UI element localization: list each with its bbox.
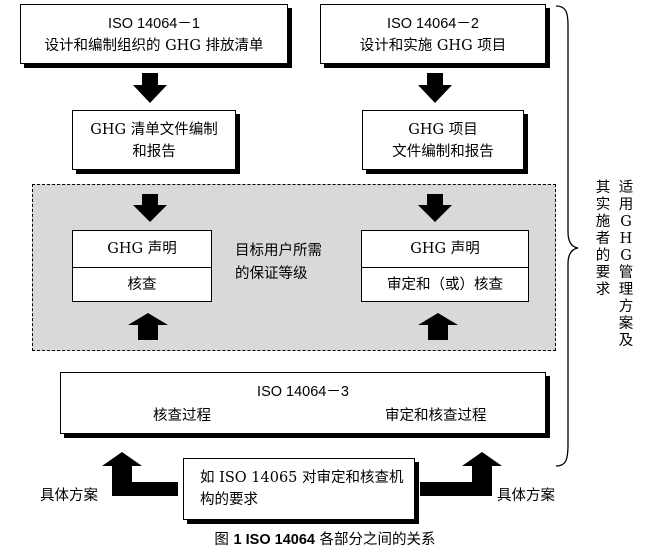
- assurance-level-line2: 的保证等级: [235, 266, 308, 282]
- bent-up-arrow-icon: [102, 452, 178, 496]
- iso-14064-3-box: ISO 14064－3 核查过程 审定和核查过程: [60, 372, 546, 434]
- validation-verification-process-label: 审定和核查过程: [385, 408, 487, 424]
- up-arrow-icon: [128, 313, 168, 340]
- ghg-inventory-report-line1: GHG 清单文件编制: [90, 122, 218, 138]
- ghg-inventory-report-line2: 和报告: [132, 144, 176, 160]
- down-arrow-icon: [418, 73, 452, 103]
- down-arrow-icon: [133, 194, 167, 222]
- iso-14064-2-desc: 设计和实施 GHG 项目: [359, 38, 507, 54]
- iso-14065-line2: 构的要求: [200, 492, 258, 508]
- verification-label: 核查: [127, 277, 157, 293]
- bent-up-arrow-icon: [420, 452, 502, 496]
- iso-14064-2-title: ISO 14064－2: [387, 16, 479, 32]
- iso-14064-1-title: ISO 14064－1: [108, 16, 200, 32]
- divider: [362, 267, 528, 268]
- validation-verification-label: 审定和（或）核查: [387, 277, 503, 293]
- ghg-project-report-line1: GHG 项目: [408, 122, 478, 138]
- iso-14064-2-box: ISO 14064－2 设计和实施 GHG 项目: [320, 4, 546, 64]
- side-note-text: 适用GHG管理方案及: [618, 180, 634, 349]
- curly-brace-icon: [555, 5, 579, 467]
- iso-14065-line1: 如 ISO 14065 对审定和核查机: [200, 470, 404, 486]
- iso-14064-1-box: ISO 14064－1 设计和编制组织的 GHG 排放清单: [20, 4, 288, 64]
- caption-suffix: 各部分之间的关系: [314, 532, 436, 548]
- up-arrow-icon: [418, 313, 458, 340]
- verification-process-label: 核查过程: [153, 408, 211, 424]
- caption-bold: 1 ISO 14064: [233, 532, 315, 548]
- down-arrow-icon: [418, 194, 452, 222]
- side-note-text: 其实施者的要求: [595, 180, 611, 298]
- ghg-project-report-line2: 文件编制和报告: [392, 144, 494, 160]
- iso-14064-3-title: ISO 14064－3: [257, 384, 349, 400]
- iso-14065-box: 如 ISO 14065 对审定和核查机 构的要求: [183, 458, 415, 520]
- ghg-assertion-verification-box: GHG 声明 核查: [72, 230, 212, 302]
- divider: [73, 267, 211, 268]
- side-note-col2: 其实施者的要求: [595, 180, 613, 299]
- side-note-col1: 适用GHG管理方案及: [618, 180, 636, 350]
- specific-scheme-right-label: 具体方案: [497, 488, 555, 504]
- assurance-level-line1: 目标用户所需: [235, 243, 322, 259]
- ghg-assertion-validation-box: GHG 声明 审定和（或）核查: [361, 230, 529, 302]
- ghg-project-report-box: GHG 项目 文件编制和报告: [362, 110, 524, 170]
- iso-14064-1-desc: 设计和编制组织的 GHG 排放清单: [44, 38, 264, 54]
- caption-prefix: 图: [214, 532, 229, 548]
- figure-caption: 图 1 ISO 14064 各部分之间的关系: [0, 530, 650, 550]
- ghg-assertion-label: GHG 声明: [410, 241, 480, 257]
- down-arrow-icon: [133, 73, 167, 103]
- ghg-inventory-report-box: GHG 清单文件编制 和报告: [72, 110, 236, 170]
- ghg-assertion-label: GHG 声明: [107, 241, 177, 257]
- specific-scheme-left-label: 具体方案: [40, 488, 98, 504]
